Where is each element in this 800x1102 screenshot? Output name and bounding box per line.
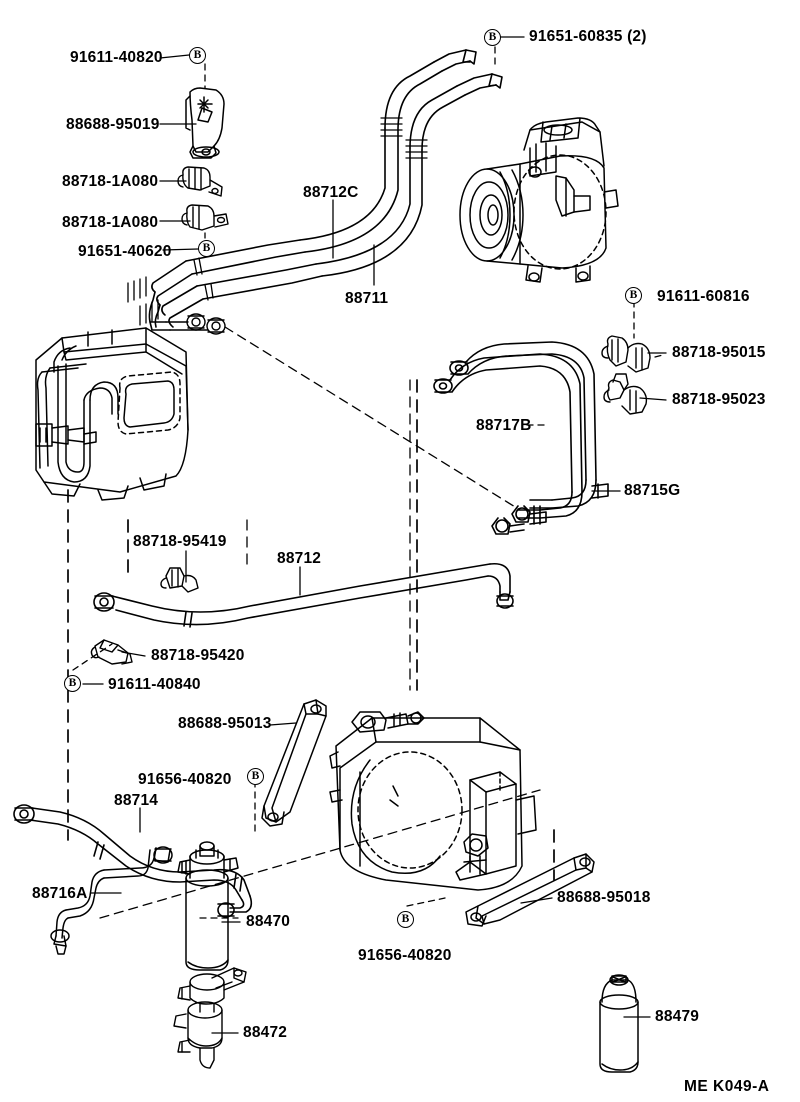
dashed-connectors: [72, 46, 664, 919]
part-label-88470: 88470: [246, 913, 291, 930]
tube-88716a: [50, 846, 173, 955]
assembly-dashed-vertical: [67, 379, 555, 881]
bolt-marker-b03: B: [484, 29, 501, 46]
compressor-assembly: [459, 117, 619, 283]
bolt-marker-b07: B: [397, 911, 414, 928]
part-label-88711: 88711: [345, 290, 389, 307]
part-label-88716a: 88716A: [32, 885, 88, 902]
evap-couplings: [165, 313, 226, 335]
hose-88712: [93, 562, 514, 628]
part-label-88718-1a080-a: 88718-1A080: [62, 173, 159, 190]
part-label-88718-95015: 88718-95015: [672, 344, 766, 361]
tube-88715g: [449, 341, 609, 535]
refrigerant-can-88479: [599, 974, 639, 1073]
condenser-assembly: [329, 711, 537, 891]
part-label-88688-95019: 88688-95019: [66, 116, 160, 133]
part-label-91611-40820: 91611-40820: [70, 49, 163, 66]
part-label-88472: 88472: [243, 1024, 288, 1041]
hose-ferrules-top: [127, 117, 428, 326]
clamp-88718-1a080-a: [177, 166, 223, 197]
hose-88712c: [151, 49, 477, 306]
diagram-footer-code: ME K049-A: [684, 1078, 770, 1095]
part-label-88718-95419: 88718-95419: [133, 533, 227, 550]
bolt-marker-b04: B: [625, 287, 642, 304]
part-label-88712: 88712: [277, 550, 322, 567]
bracket-88688-95019: [185, 87, 225, 159]
part-label-91611-60816: 91611-60816: [657, 288, 750, 305]
part-label-88718-1a080-b: 88718-1A080: [62, 214, 159, 231]
bolt-marker-b06: B: [247, 768, 264, 785]
part-label-91651-60835: 91651-60835 (2): [529, 28, 647, 45]
receiver-drier-88470: [177, 841, 239, 971]
brace-88688-95013: [261, 699, 327, 827]
brace-88688-95018: [465, 853, 595, 927]
hose-88711: [161, 73, 503, 328]
part-label-88718-95420: 88718-95420: [151, 647, 245, 664]
clamp-88718-95419: [160, 567, 199, 593]
assembly-dashed-vertical-2: [246, 379, 411, 691]
part-label-88688-95018: 88688-95018: [557, 889, 651, 906]
clamp-88718-95015: [601, 335, 651, 373]
part-label-88718-95023: 88718-95023: [672, 391, 766, 408]
clamp-88718-1a080-b: [181, 204, 229, 231]
bolt-marker-b01: B: [189, 47, 206, 64]
bolt-marker-b05: B: [64, 675, 81, 692]
part-label-88714: 88714: [114, 792, 159, 809]
part-label-91651-40620: 91651-40620: [78, 243, 172, 260]
evaporator-unit: [35, 327, 189, 501]
pressure-switch-88472: [173, 967, 247, 1069]
part-label-88479: 88479: [655, 1008, 700, 1025]
part-label-91656-40820-b: 91656-40820: [358, 947, 452, 964]
part-label-88712c: 88712C: [303, 184, 359, 201]
part-label-88715g: 88715G: [624, 482, 681, 499]
clamp-88718-95420: [90, 639, 133, 665]
part-label-88717b: 88717B: [476, 417, 532, 434]
tube-88717b: [433, 353, 583, 519]
part-label-91611-40840: 91611-40840: [108, 676, 201, 693]
part-label-88688-95013: 88688-95013: [178, 715, 272, 732]
assembly-dashed-lines: [99, 326, 541, 919]
clamp-88718-95023: [603, 373, 648, 415]
part-label-91656-40820-a: 91656-40820: [138, 771, 232, 788]
bolt-marker-b02: B: [198, 240, 215, 257]
hose-lower-bend: [148, 291, 171, 331]
